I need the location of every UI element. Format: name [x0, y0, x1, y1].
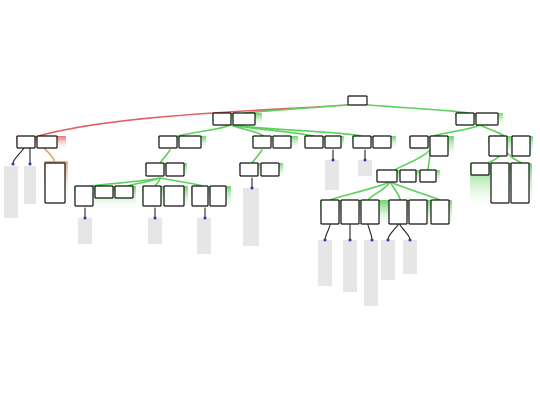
node-l2-mid-a1	[158, 135, 178, 149]
branch-left-leaf-1	[12, 147, 25, 164]
node-l3-right-a1	[376, 169, 398, 183]
node-l4-right-a1	[320, 199, 340, 225]
leaf-marker-1	[11, 162, 15, 166]
node-l3-right-a3	[419, 169, 437, 183]
leaf-marker-3	[83, 216, 87, 220]
leaf-text-block-3	[78, 218, 92, 244]
node-l2-left-a	[16, 135, 36, 149]
leaf-text-block-2	[24, 166, 36, 204]
node-l3-mid-a1	[145, 162, 165, 177]
node-l2-right-b1	[488, 135, 508, 157]
node-l4-mid-c2	[209, 185, 227, 207]
node-l2-mid-b2	[272, 135, 292, 149]
node-l4-right-a3	[360, 199, 380, 225]
leaf-text-blocks	[4, 160, 417, 306]
leaf-text-block-10	[343, 240, 357, 292]
node-l2-right-a2	[429, 135, 449, 157]
node-l2-mid-d2	[372, 135, 392, 149]
node-l3-mid-b2	[260, 162, 280, 177]
leaf-text-block-13	[403, 240, 417, 274]
leaf-marker-8	[363, 158, 367, 162]
node-l1-right-b	[475, 112, 499, 126]
leaf-text-block-1	[4, 166, 18, 218]
node-l2-mid-a2	[178, 135, 202, 149]
node-l4-right-a5	[408, 199, 428, 225]
node-l3-mid-b1	[239, 162, 259, 177]
node-l1-mid-b	[232, 112, 256, 126]
node-l4-mid-a2	[94, 185, 114, 199]
node-l3-right-b1	[470, 162, 490, 176]
leaf-marker-6	[250, 186, 254, 190]
leaf-marker-4	[153, 216, 157, 220]
leaf-text-block-7	[325, 160, 339, 190]
node-l4-right-a2	[340, 199, 360, 225]
nodes: · · · · · · · · · ·	[3, 95, 533, 228]
node-l2-mid-b1	[252, 135, 272, 149]
leaf-markers	[11, 158, 412, 242]
node-l3-mid-a2	[165, 162, 185, 177]
node-l1-mid-a	[212, 112, 232, 126]
branch-left-leaf-3	[43, 147, 56, 164]
node-l4-mid-a3	[114, 185, 134, 199]
leaf-marker-10	[348, 238, 352, 242]
node-l2-mid-d1	[352, 135, 372, 149]
leaf-text-block-8	[358, 160, 372, 176]
branch-mid-l3	[159, 149, 171, 164]
node-l4-mid-b2	[163, 185, 185, 207]
leaf-text-left-1: · · · · · · · · · ·	[3, 169, 13, 171]
branch-right-l4-d	[389, 181, 441, 201]
leaf-text-block-9	[318, 240, 332, 286]
leaf-marker-7	[331, 158, 335, 162]
branch-right-l4-b	[367, 181, 391, 201]
leaf-marker-11	[370, 238, 374, 242]
node-root	[347, 95, 368, 106]
leaf-marker-2	[28, 162, 32, 166]
node-l3-right-a2	[399, 169, 417, 183]
leaf-text-block-12	[381, 240, 395, 280]
leaf-text-block-6	[243, 188, 259, 246]
node-l2-right-a1	[409, 135, 429, 149]
leaf-marker-13	[408, 238, 412, 242]
leaf-text-block-4	[148, 218, 162, 244]
node-l2-mid-c2	[324, 135, 342, 149]
node-l4-right-a4	[388, 199, 408, 225]
leaf-text-block-5	[197, 218, 211, 254]
node-l3-right-b2	[490, 162, 510, 204]
node-l2-right-b2	[511, 135, 531, 157]
node-l2-mid-c1	[304, 135, 324, 149]
leaf-marker-9	[323, 238, 327, 242]
node-l4-mid-b1	[142, 185, 162, 207]
node-l1-right-a	[455, 112, 475, 126]
branch-mid-l3b	[251, 149, 263, 164]
leaf-marker-12	[386, 238, 390, 242]
node-l4-mid-a1	[74, 185, 94, 207]
node-l3-right-b3	[510, 162, 530, 204]
node-l4-right-a6	[430, 199, 450, 225]
leaf-text-block-11	[364, 240, 378, 306]
node-l4-mid-c1	[191, 185, 209, 207]
leaf-marker-5	[203, 216, 207, 220]
node-left-leaf-orange	[44, 162, 66, 204]
node-l2-left-b	[36, 135, 58, 149]
